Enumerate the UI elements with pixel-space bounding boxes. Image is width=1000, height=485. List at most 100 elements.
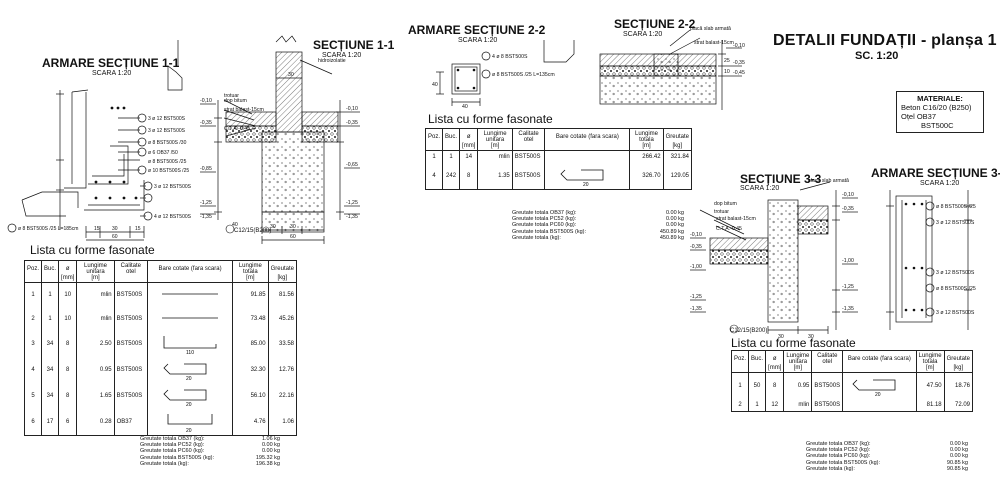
level-text: -0,35 bbox=[346, 120, 358, 126]
callout-text: 3 ø 12 BST500S bbox=[148, 116, 186, 122]
total-row: Greutate totala (kg):90.85 kg bbox=[806, 466, 968, 472]
column-header: Greutate bbox=[943, 350, 974, 365]
column-unit bbox=[544, 143, 631, 151]
level-text: -1,25 bbox=[842, 284, 854, 290]
cell-buc: 34 bbox=[41, 331, 60, 357]
section-1-1-scale: SCARA 1:20 bbox=[322, 52, 362, 59]
cell-g: 45.26 bbox=[267, 307, 298, 331]
column-header: Buc. bbox=[748, 350, 767, 365]
total-value: 1.06 kg bbox=[261, 436, 280, 442]
cell-lt: 32.30 bbox=[232, 357, 269, 383]
level-text: -1,25 bbox=[346, 200, 358, 206]
cell-poz: 4 bbox=[23, 357, 43, 383]
cell-lu: 1.65 bbox=[76, 383, 115, 409]
total-label: Greutate totala PC52 (kg): bbox=[806, 447, 871, 454]
cell-poz: 3 bbox=[23, 331, 43, 357]
column-header: ø bbox=[459, 128, 479, 143]
cell-d: 12 bbox=[765, 399, 785, 412]
cell-lu: mlin bbox=[783, 399, 813, 412]
bar-shape-cell bbox=[147, 307, 234, 331]
total-row: Greutate totala PC52 (kg):0.00 kg bbox=[140, 442, 280, 448]
note-text: placă slab armată bbox=[808, 178, 849, 184]
column-header: Calitate otel bbox=[811, 350, 844, 365]
total-row: Greutate totala BST500S (kg):450.89 kg bbox=[512, 229, 684, 235]
section-1-1-title: SECȚIUNE 1-1 bbox=[313, 38, 395, 52]
level-text: -0,35 bbox=[733, 60, 745, 66]
level-text: -0,10 bbox=[200, 98, 212, 104]
column-unit: [m] bbox=[915, 365, 945, 373]
dim-text: 10 bbox=[724, 69, 730, 75]
column-header: Poz. bbox=[424, 128, 444, 143]
total-row: Greutate totala PC60 (kg): 0.00 kg bbox=[140, 448, 280, 454]
column-unit bbox=[424, 143, 444, 151]
dim-text: 40 bbox=[232, 222, 238, 228]
column-unit: [kg] bbox=[267, 275, 298, 283]
bar-shape-cell bbox=[147, 282, 234, 307]
total-value: 0.00 kg bbox=[261, 448, 280, 455]
bar-shape-sketch: 20 bbox=[852, 379, 896, 398]
cell-lt: 85.00 bbox=[232, 331, 269, 357]
cell-cal: OB37 bbox=[113, 409, 149, 436]
total-value: 0.00 kg bbox=[261, 442, 280, 449]
note-text: strat balast-15cm bbox=[716, 216, 756, 222]
total-row: Greutate totala PC52 (kg):0.00 kg bbox=[512, 216, 684, 222]
column-header: Poz. bbox=[23, 260, 43, 275]
callout-text: ø 8 BST500S /25 bbox=[148, 159, 187, 165]
table-1-heading: Lista cu forme fasonate bbox=[30, 243, 155, 257]
shape-dim-text: 20 bbox=[186, 376, 192, 382]
total-label: Greutate totala PC60 (kg): bbox=[140, 448, 205, 455]
column-header: Bare cotate (fara scara) bbox=[842, 350, 917, 365]
column-header: ø bbox=[765, 350, 785, 365]
callout-text: 3 ø 12 BST500S bbox=[936, 270, 975, 276]
cell-g: 33.58 bbox=[267, 331, 298, 357]
cell-lt: 326.70 bbox=[629, 163, 664, 190]
cell-poz: 2 bbox=[730, 399, 750, 412]
cell-buc: 1 bbox=[748, 399, 767, 412]
total-label: Greutate totala OB37 (kg): bbox=[806, 441, 871, 447]
column-header: Calitate otel bbox=[113, 260, 149, 275]
column-header: Bare cotate (fara scara) bbox=[147, 260, 234, 275]
callout-text: 4 ø 8 BST500S bbox=[492, 54, 528, 60]
total-label: Greutate totala BST500S (kg): bbox=[806, 459, 880, 466]
total-label: Greutate totala OB37 (kg): bbox=[140, 436, 205, 442]
level-text: -1,35 bbox=[690, 306, 702, 312]
bar-shape-straight bbox=[162, 317, 219, 319]
table-2-heading: Lista cu forme fasonate bbox=[428, 112, 553, 126]
level-text: -0,35 bbox=[200, 120, 212, 126]
shape-dim-text: 20 bbox=[583, 182, 589, 188]
section-2-2-scale: SCARA 1:20 bbox=[623, 31, 663, 38]
callout-text: 4 ø 12 BST500S bbox=[154, 214, 192, 220]
dim-text: 30 bbox=[808, 334, 814, 340]
column-header: Lungime unitara bbox=[783, 350, 813, 365]
cell-cal: BST500S bbox=[811, 372, 844, 399]
section-2-2-title: SECȚIUNE 2-2 bbox=[614, 17, 696, 31]
cell-lt: 56.10 bbox=[232, 383, 269, 409]
dim-text: 30 bbox=[288, 72, 294, 78]
column-unit: [m] bbox=[477, 143, 513, 151]
cell-d: 8 bbox=[765, 372, 785, 399]
column-unit: [m] bbox=[629, 143, 664, 151]
level-text: -0,10 bbox=[733, 43, 745, 49]
section-3-3-scale: SCARA 1:20 bbox=[740, 185, 780, 192]
callout-text: 3 ø 12 BST500S bbox=[148, 128, 186, 134]
dim-text: 30 bbox=[112, 226, 118, 232]
materials-heading: MATERIALE: bbox=[917, 94, 963, 103]
total-value: 0.00 kg bbox=[949, 453, 968, 460]
callout-text: 3 ø 12 BST500S bbox=[936, 310, 975, 316]
column-header: Poz. bbox=[730, 350, 750, 365]
sheet-scale: SC. 1:20 bbox=[855, 50, 899, 62]
total-label: Greutate totala PC52 (kg): bbox=[512, 216, 577, 223]
cell-poz: 1 bbox=[424, 150, 444, 163]
cell-d: 10 bbox=[58, 307, 78, 331]
armare-2-2-title: ARMARE SECȚIUNE 2-2 bbox=[408, 23, 546, 37]
cell-poz: 1 bbox=[23, 282, 43, 307]
column-unit: [m] bbox=[76, 275, 115, 283]
bar-shape-cell: 20 bbox=[147, 357, 234, 383]
dim-text: 60 bbox=[290, 234, 296, 240]
cell-lt: 81.18 bbox=[915, 399, 945, 412]
cell-g: 1.06 bbox=[267, 409, 298, 436]
